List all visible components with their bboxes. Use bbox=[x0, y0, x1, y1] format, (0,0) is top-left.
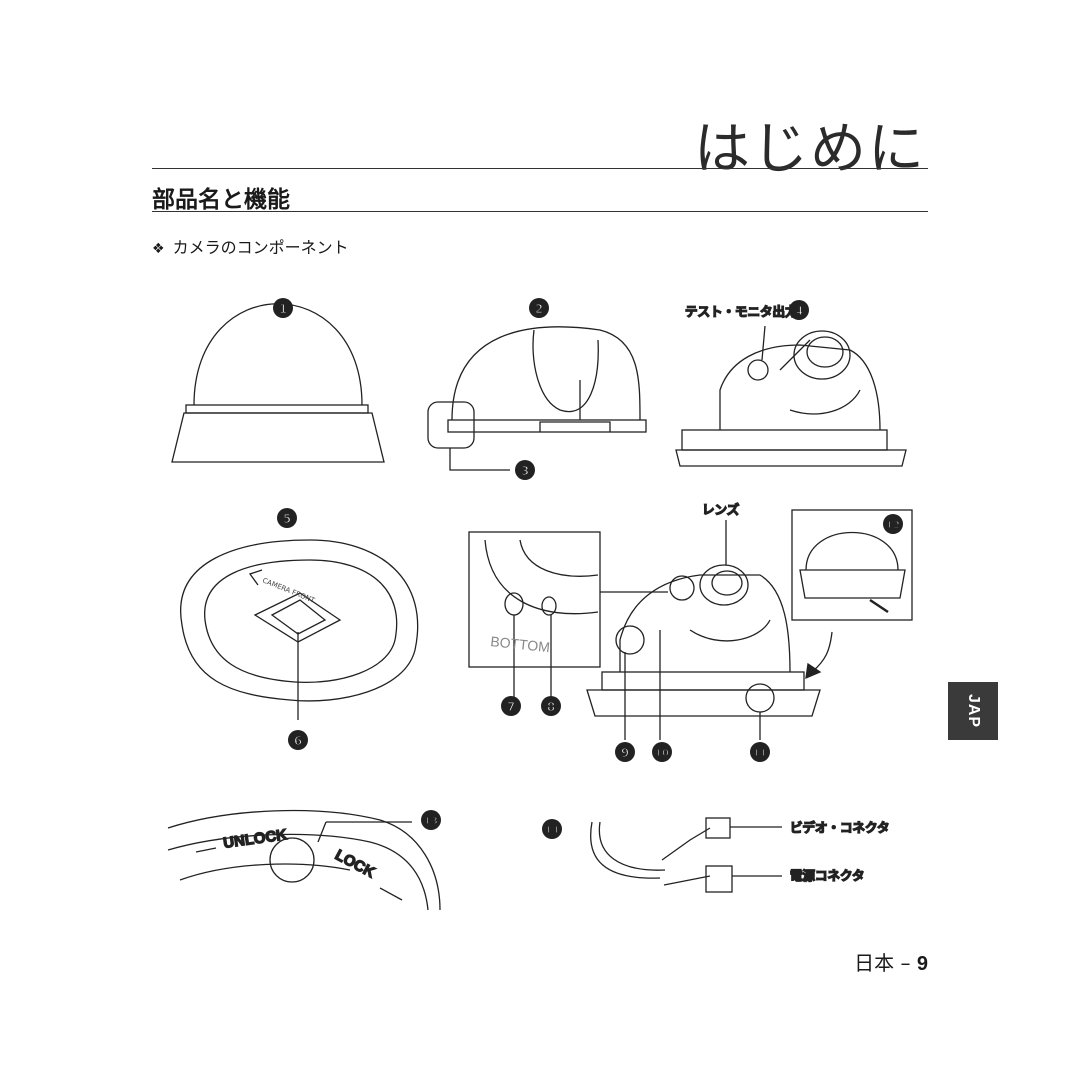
lock-ring-illustration bbox=[167, 809, 441, 911]
callout-11: 11 bbox=[750, 742, 770, 762]
callout-6: 6 bbox=[288, 730, 308, 750]
language-tab: JAP bbox=[948, 682, 998, 740]
dome-cover-illustration bbox=[171, 303, 385, 463]
section-title: 部品名と機能 bbox=[152, 187, 290, 213]
svg-text:11: 11 bbox=[753, 748, 767, 759]
footer-separator: – bbox=[900, 951, 911, 975]
label-bottom: BOTTOM bbox=[490, 633, 551, 655]
mounting-plate-illustration bbox=[180, 539, 419, 720]
callout-3: 3 bbox=[515, 460, 535, 480]
callout-10: 10 bbox=[652, 742, 672, 762]
callout-5: 5 bbox=[277, 508, 297, 528]
callout-9: 9 bbox=[615, 742, 635, 762]
label-lock: LOCK bbox=[332, 847, 378, 882]
camera-assembly-illustration bbox=[586, 520, 821, 740]
callout-12: 12 bbox=[883, 514, 903, 534]
page-number: 9 bbox=[916, 953, 928, 975]
callout-1: 1 bbox=[273, 298, 293, 318]
callout-2: 2 bbox=[529, 298, 549, 318]
callout-4: 4 bbox=[789, 300, 809, 320]
mounted-camera-illustration bbox=[791, 509, 913, 680]
svg-text:14: 14 bbox=[545, 825, 559, 836]
section-rule bbox=[152, 211, 928, 212]
language-tab-label: JAP bbox=[965, 693, 982, 729]
callout-13: 13 bbox=[421, 810, 441, 830]
subsection-heading: ❖ カメラのコンポーネント bbox=[152, 234, 349, 258]
label-camera-front: CAMERA FRONT bbox=[261, 576, 316, 605]
svg-text:7: 7 bbox=[507, 700, 515, 714]
callout-8: 8 bbox=[541, 696, 561, 716]
label-power-connector: 電源コネクタ bbox=[790, 868, 865, 883]
subsection-title: カメラのコンポーネント bbox=[172, 238, 349, 257]
cable-connectors-illustration bbox=[590, 817, 782, 893]
page-footer: 日本 – 9 bbox=[854, 947, 928, 976]
connector-detail-illustration bbox=[468, 531, 668, 700]
svg-text:1: 1 bbox=[279, 302, 287, 316]
diamond-bullet-icon: ❖ bbox=[152, 241, 165, 257]
callout-14: 14 bbox=[542, 819, 562, 839]
chapter-rule bbox=[152, 168, 928, 169]
inner-cover-illustration bbox=[427, 326, 647, 471]
footer-language: 日本 bbox=[854, 951, 895, 975]
callout-3-highlight bbox=[427, 401, 475, 449]
svg-text:4: 4 bbox=[795, 304, 803, 318]
svg-text:12: 12 bbox=[886, 520, 900, 531]
svg-text:10: 10 bbox=[655, 748, 669, 759]
label-video-connector: ビデオ・コネクタ bbox=[790, 820, 890, 835]
svg-text:3: 3 bbox=[521, 464, 529, 478]
label-unlock: UNLOCK bbox=[222, 826, 288, 852]
svg-text:8: 8 bbox=[547, 700, 555, 714]
camera-module-illustration bbox=[675, 325, 907, 467]
svg-text:6: 6 bbox=[294, 734, 302, 748]
chapter-title: はじめに bbox=[694, 117, 926, 182]
callout-7: 7 bbox=[501, 696, 521, 716]
label-test-monitor-out: テスト・モニタ出力 bbox=[685, 304, 798, 319]
svg-text:2: 2 bbox=[535, 302, 543, 316]
label-lens: レンズ bbox=[702, 502, 740, 517]
svg-text:13: 13 bbox=[424, 816, 438, 827]
svg-text:9: 9 bbox=[621, 746, 629, 760]
svg-text:5: 5 bbox=[283, 512, 291, 526]
